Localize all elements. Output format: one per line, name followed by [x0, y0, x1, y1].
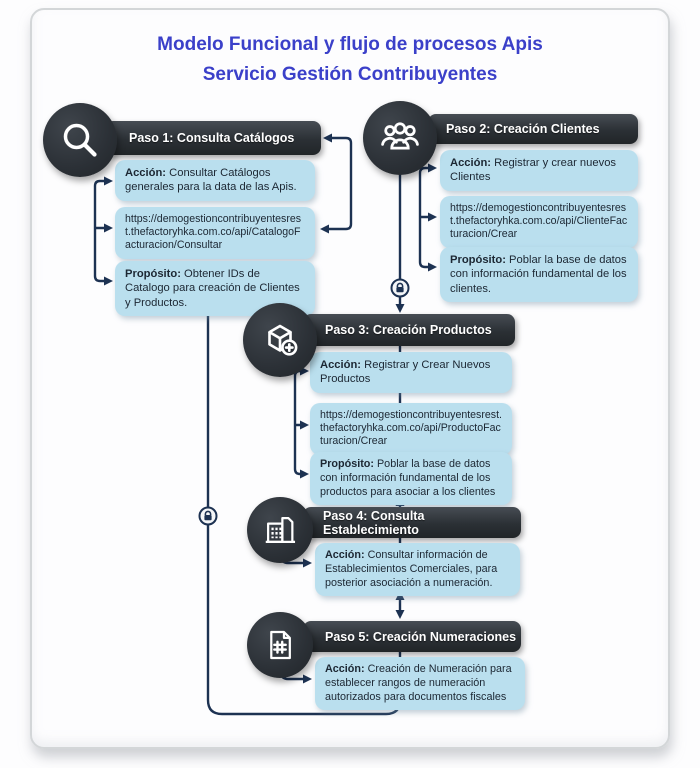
building-icon — [265, 517, 296, 543]
page-title: Modelo Funcional y flujo de procesos Api… — [0, 30, 700, 91]
paso4-header-label: Paso 4: Consulta Establecimiento — [323, 508, 425, 537]
paso2-url-box: https://demogestioncontribuyentesrest.th… — [440, 196, 638, 248]
proposito-text: Obtener IDs de Catalogo para creación de… — [125, 268, 300, 309]
paso2-node — [363, 101, 437, 175]
title-line-1: Modelo Funcional y flujo de procesos Api… — [157, 34, 543, 55]
paso3-node — [243, 303, 317, 377]
paso1-right-bracket — [326, 136, 353, 231]
paso1-node — [43, 103, 117, 177]
paso2-url: https://demogestioncontribuyentesrest.th… — [450, 202, 628, 241]
package-plus-icon — [268, 324, 298, 356]
paso1-header-label: Paso 1: Consulta Catálogos — [129, 131, 295, 145]
accion-label: Acción: — [450, 157, 492, 169]
accion-text: Registrar y crear nuevos Clientes — [450, 157, 617, 184]
accion-text: Consultar Catálogos generales para la da… — [125, 167, 297, 194]
accion-text: Creación de Numeración para establecer r… — [325, 663, 512, 703]
paso3-header-label: Paso 3: Creación Productos — [325, 323, 492, 337]
paso2-header: Paso 2: Creación Clientes — [428, 114, 638, 144]
paso5-header-label: Paso 5: Creación Numeraciones — [325, 629, 517, 644]
paso4-node — [247, 497, 313, 563]
paso1-url: https://demogestioncontribuyentesrest.th… — [125, 213, 302, 252]
paso5-accion-box: Acción: Creación de Numeración para esta… — [315, 657, 525, 711]
paso2-proposito-box: Propósito: Poblar la base de datos con i… — [440, 247, 638, 302]
accion-text: Consultar información de Establecimiento… — [325, 549, 498, 589]
magnifier-icon — [63, 123, 97, 157]
paso4-accion-box: Acción: Consultar información de Estable… — [315, 543, 520, 597]
proposito-label: Propósito: — [320, 458, 374, 470]
accion-label: Acción: — [125, 167, 167, 179]
proposito-text: Poblar la base de datos con información … — [450, 254, 627, 295]
lock-badge-icon — [390, 278, 410, 298]
users-icon — [381, 122, 419, 150]
accion-label: Acción: — [325, 549, 365, 561]
numbering-document-icon — [270, 630, 291, 660]
accion-label: Acción: — [325, 663, 365, 675]
paso5-header: Paso 5: Creación Numeraciones — [303, 621, 521, 652]
paso3-accion-box: Acción: Registrar y Crear Nuevos Product… — [310, 352, 512, 393]
proposito-label: Propósito: — [125, 268, 181, 280]
paso2-accion-box: Acción: Registrar y crear nuevos Cliente… — [440, 150, 638, 191]
paso2-header-label: Paso 2: Creación Clientes — [446, 122, 600, 136]
paso3-proposito-box: Propósito: Poblar la base de datos con i… — [310, 452, 512, 506]
paso4-header: Paso 4: Consulta Establecimiento — [303, 507, 521, 538]
arrowheads — [104, 133, 437, 684]
accion-text: Registrar y Crear Nuevos Productos — [320, 359, 491, 386]
diagram-frame — [30, 8, 670, 749]
lock-badge-icon — [198, 506, 218, 526]
paso5-node — [247, 612, 313, 678]
paso1-url-box: https://demogestioncontribuyentesrest.th… — [115, 207, 315, 259]
paso1-header: Paso 1: Consulta Catálogos — [105, 121, 321, 155]
title-line-2: Servicio Gestión Contribuyentes — [202, 64, 498, 86]
paso1-accion-box: Acción: Consultar Catálogos generales pa… — [115, 160, 315, 201]
proposito-text: Poblar la base de datos con información … — [320, 458, 496, 498]
proposito-label: Propósito: — [450, 254, 506, 266]
paso3-header: Paso 3: Creación Productos — [303, 314, 515, 346]
accion-label: Acción: — [320, 359, 362, 371]
paso3-url-box: https://demogestioncontribuyentesrest.th… — [310, 403, 512, 455]
paso3-url: https://demogestioncontribuyentesrest.th… — [320, 409, 502, 448]
